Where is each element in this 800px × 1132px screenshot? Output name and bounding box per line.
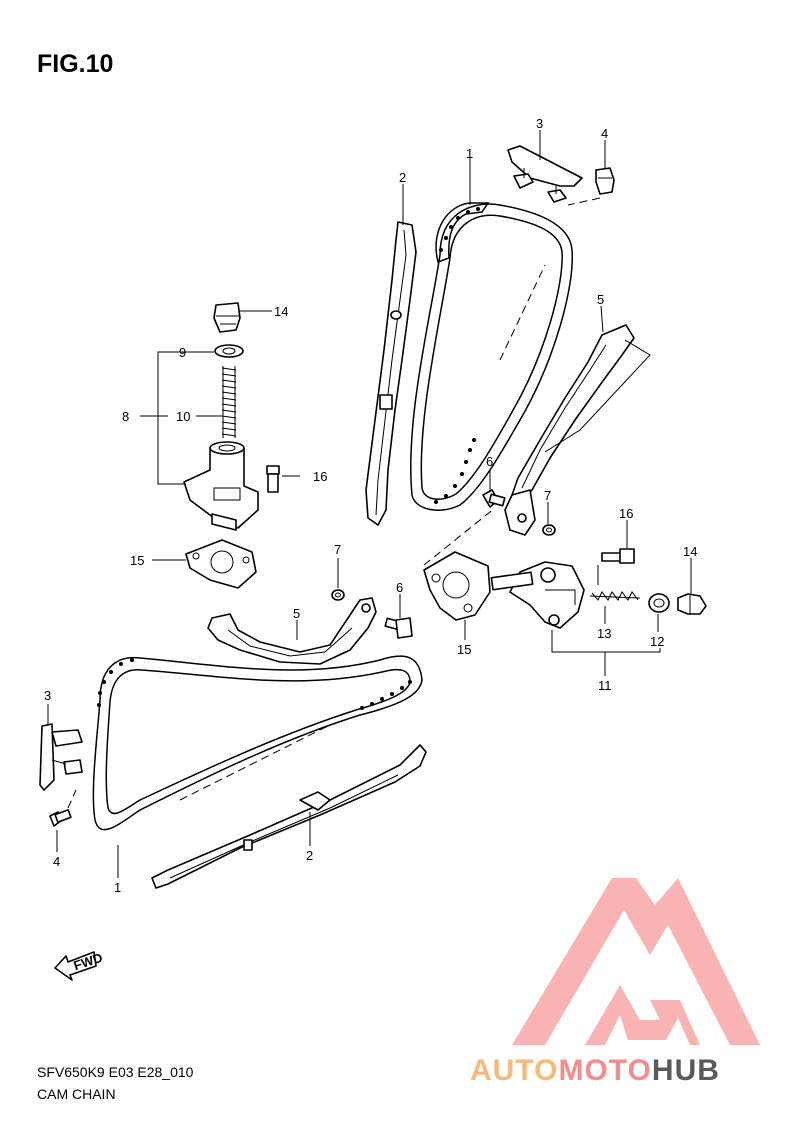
callout-14-left: 14 xyxy=(274,304,288,319)
washer-lower xyxy=(331,589,345,601)
bolt-tensioner-left-small xyxy=(266,465,280,493)
bolt-tensioner-guide-right xyxy=(482,489,506,508)
tensioner-assembly-right xyxy=(490,561,585,629)
callout-16-left: 16 xyxy=(313,469,327,484)
tensioner-spring-right xyxy=(589,591,641,601)
callout-3-left: 3 xyxy=(44,688,51,703)
leader-lines xyxy=(47,130,692,878)
figure-code: SFV650K9 E03 E28_010 xyxy=(37,1064,194,1080)
callout-6-right: 6 xyxy=(486,454,493,469)
chain-guide-lower xyxy=(151,744,427,889)
watermark-text: AUTOMOTOHUB xyxy=(470,1054,720,1087)
washer-tensioner-right xyxy=(648,593,670,613)
chain-guide-bracket-upper xyxy=(507,145,583,203)
watermark-triangle xyxy=(512,878,760,1045)
callout-7-mid: 7 xyxy=(334,542,341,557)
tensioner-guide-lower xyxy=(207,597,377,665)
figure-name: CAM CHAIN xyxy=(37,1086,116,1102)
tensioner-body-left xyxy=(183,441,259,531)
watermark-g-shape xyxy=(585,985,700,1045)
plug-bolt-right xyxy=(677,593,707,615)
chain-links-upper-top xyxy=(439,207,480,252)
bolt-tensioner-left xyxy=(213,302,241,333)
fwd-label: FWD xyxy=(72,950,105,973)
bolt-upper-bracket xyxy=(567,167,615,206)
callout-5-right: 5 xyxy=(597,292,604,307)
gasket-right xyxy=(423,507,496,621)
cam-chain-upper xyxy=(410,202,574,511)
callout-12: 12 xyxy=(650,634,664,649)
callout-16-right: 16 xyxy=(619,506,633,521)
bolt-tensioner-right xyxy=(597,548,635,585)
callout-7-right: 7 xyxy=(544,488,551,503)
chain-guide-upper xyxy=(365,221,417,526)
watermark-moto: MOTO xyxy=(558,1054,651,1087)
bolt-lower-bracket xyxy=(49,789,77,827)
chain-guide-bracket-lower xyxy=(39,723,83,791)
callout-4-top: 4 xyxy=(601,126,608,141)
watermark-auto: AUTO xyxy=(470,1054,558,1087)
gasket-left xyxy=(185,539,257,589)
spring-tensioner-left xyxy=(221,366,237,438)
tensioner-guide-right xyxy=(504,324,651,536)
callout-11: 11 xyxy=(598,678,612,693)
callout-1-top: 1 xyxy=(466,146,473,161)
figure-title: FIG.10 xyxy=(37,50,114,78)
callout-15-right: 15 xyxy=(457,642,471,657)
callout-14-right: 14 xyxy=(683,544,697,559)
callout-8: 8 xyxy=(122,409,129,424)
callout-4-left: 4 xyxy=(53,854,60,869)
callout-15-left: 15 xyxy=(130,553,144,568)
fwd-arrow-icon xyxy=(54,951,97,981)
watermark-logo xyxy=(512,878,760,1045)
washer-tensioner-left xyxy=(214,344,244,358)
callout-1-bottom: 1 xyxy=(114,880,121,895)
callout-9: 9 xyxy=(179,345,186,360)
bracket-8-lines xyxy=(140,351,192,485)
callout-2-bottom: 2 xyxy=(306,848,313,863)
callout-2-top: 2 xyxy=(399,170,406,185)
callout-10: 10 xyxy=(176,409,190,424)
watermark-hub: HUB xyxy=(652,1054,720,1087)
callout-labels: 1 2 3 4 5 6 7 16 14 12 13 11 15 14 9 8 1… xyxy=(44,116,697,895)
bolt-tensioner-guide-lower xyxy=(384,617,413,639)
callout-5-mid: 5 xyxy=(293,606,300,621)
callout-3-top: 3 xyxy=(536,116,543,131)
chain-links-lower-left xyxy=(97,658,134,707)
callout-13: 13 xyxy=(597,626,611,641)
cam-chain-lower xyxy=(92,655,423,831)
chain-links-upper-bottom xyxy=(434,438,476,504)
chain-links-lower-right xyxy=(360,680,412,710)
callout-6-mid: 6 xyxy=(396,580,403,595)
washer-right xyxy=(542,524,556,536)
